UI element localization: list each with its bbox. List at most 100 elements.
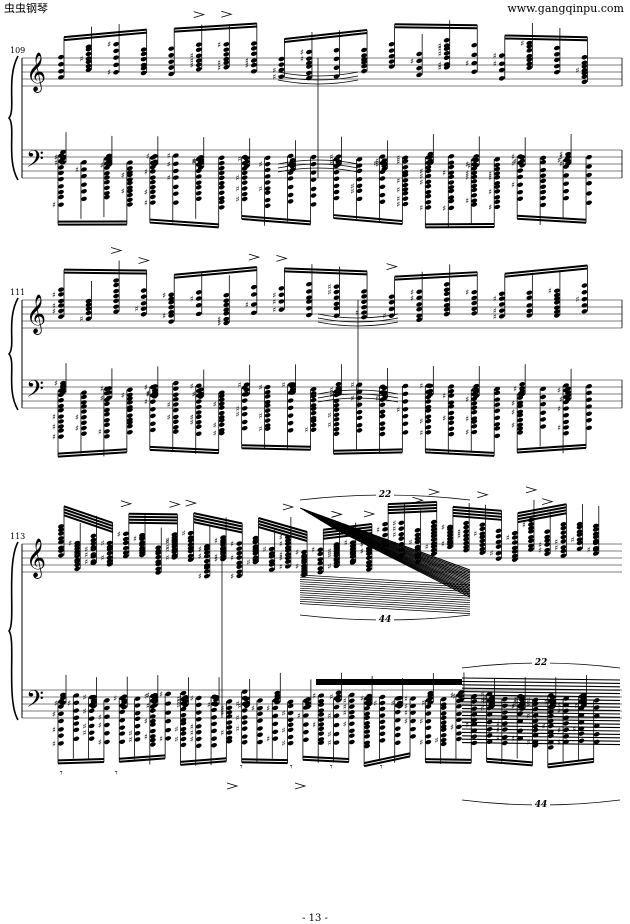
note-head xyxy=(479,526,486,532)
note-head xyxy=(335,154,342,159)
note-head xyxy=(379,421,386,426)
note-head xyxy=(402,159,409,164)
note-head xyxy=(366,551,372,556)
note-head xyxy=(306,312,312,318)
note-head xyxy=(394,726,401,731)
note-head xyxy=(182,699,189,704)
beam xyxy=(119,754,166,760)
sharp-icon: ♯ xyxy=(83,729,87,738)
note-head xyxy=(366,555,372,560)
note-head xyxy=(448,393,455,398)
sharp-icon: ♯ xyxy=(511,181,515,190)
note-head xyxy=(402,172,409,178)
note-head xyxy=(85,310,92,316)
beam xyxy=(149,221,219,229)
note-head xyxy=(126,430,133,435)
note-head xyxy=(203,546,210,552)
sharp-icon: ♯ xyxy=(263,545,267,554)
note-head xyxy=(427,388,434,394)
sharp-icon: ♯ xyxy=(98,713,102,722)
note-head xyxy=(448,174,455,180)
sharp-icon: ♯ xyxy=(83,693,87,702)
sharp-icon: ♯ xyxy=(190,413,194,422)
note-head xyxy=(81,394,87,400)
beam xyxy=(517,214,587,221)
sharp-icon: ♯ xyxy=(272,306,276,315)
note-head xyxy=(448,188,455,194)
note-head xyxy=(335,381,342,387)
note-head xyxy=(149,189,156,195)
sharp-icon: ♯ xyxy=(217,59,221,68)
run-beam xyxy=(461,708,621,712)
sharp-icon: ♯ xyxy=(465,59,469,68)
note-head xyxy=(195,404,202,410)
note-head xyxy=(333,295,340,300)
sharp-icon: ♯ xyxy=(481,696,485,705)
sharp-icon: ♯ xyxy=(548,287,552,296)
note-head xyxy=(410,734,416,739)
note-head xyxy=(241,419,248,425)
note-head xyxy=(180,690,187,696)
note-head xyxy=(540,178,547,184)
note-head xyxy=(195,419,202,425)
beam xyxy=(57,761,104,765)
sharp-icon: ♯ xyxy=(279,562,283,571)
sharp-icon: ♯ xyxy=(328,730,332,739)
sharp-icon: ♯ xyxy=(360,547,364,556)
note-head xyxy=(563,188,569,194)
note-head xyxy=(356,188,363,194)
note-head xyxy=(425,168,432,174)
note-head xyxy=(333,176,340,182)
sharp-icon: ♯ xyxy=(457,532,461,541)
note-head xyxy=(58,170,64,176)
note-head xyxy=(60,149,66,155)
note-head xyxy=(149,413,156,419)
note-head xyxy=(106,546,113,552)
note-head xyxy=(425,194,432,199)
note-head xyxy=(388,53,395,59)
note-head xyxy=(140,301,147,306)
note-head xyxy=(528,534,534,540)
note-head xyxy=(73,708,80,713)
note-head xyxy=(268,554,275,559)
note-head xyxy=(540,195,547,201)
note-head xyxy=(443,55,450,60)
note-head xyxy=(402,165,409,170)
note-head xyxy=(58,403,64,409)
note-head xyxy=(448,400,455,405)
sharp-icon: ♯ xyxy=(133,535,137,544)
sharp-icon: ♯ xyxy=(465,428,469,437)
note-head xyxy=(264,190,271,195)
sharp-icon: ♯ xyxy=(144,199,148,208)
beam xyxy=(517,512,567,524)
note-head xyxy=(416,72,423,78)
sharp-icon: ♯ xyxy=(457,527,461,536)
sharp-icon: ♯ xyxy=(396,200,400,209)
sharp-icon: ♯ xyxy=(52,290,56,299)
sharp-icon: ♯ xyxy=(350,182,354,191)
note-head xyxy=(414,527,421,533)
beam xyxy=(241,758,288,762)
sharp-icon: ♯ xyxy=(52,301,56,310)
note-head xyxy=(90,546,97,552)
run-beam xyxy=(461,731,621,735)
note-head xyxy=(243,382,250,387)
tie xyxy=(317,389,399,395)
note-head xyxy=(379,694,386,700)
note-head xyxy=(348,714,355,720)
note-head xyxy=(81,404,87,409)
note-head xyxy=(106,540,113,546)
sharp-icon: ♯ xyxy=(373,699,377,708)
sharp-icon: ♯ xyxy=(101,554,105,563)
note-head xyxy=(425,199,432,205)
run-beam xyxy=(461,718,621,722)
note-head xyxy=(195,743,202,748)
note-head xyxy=(81,390,87,395)
note-head xyxy=(494,433,501,439)
accent-mark xyxy=(282,503,295,511)
note-head xyxy=(58,165,64,170)
note-head xyxy=(85,316,92,321)
note-head xyxy=(241,180,248,185)
note-head xyxy=(471,295,478,301)
note-head xyxy=(416,313,423,318)
